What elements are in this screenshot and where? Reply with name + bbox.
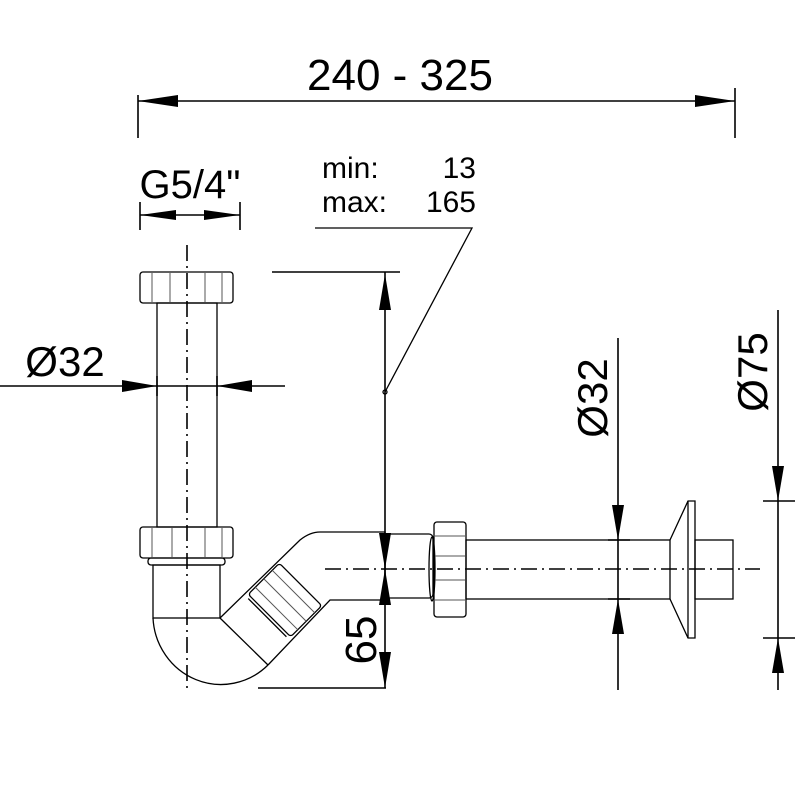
outlet-diameter-label: Ø32	[569, 358, 616, 437]
min-value: 13	[443, 152, 476, 185]
cleanout-nut	[247, 563, 322, 638]
rosette-diameter-label: Ø75	[729, 332, 776, 411]
overall-length-label: 240 - 325	[307, 51, 493, 100]
outlet-height-label: 65	[337, 616, 386, 665]
max-value: 165	[426, 186, 476, 219]
max-label: max:	[322, 186, 387, 219]
outlet-pipe	[325, 500, 760, 639]
thread-label: G5/4"	[140, 163, 241, 207]
inlet-diameter-label: Ø32	[25, 338, 104, 385]
inlet-pipe	[139, 245, 386, 690]
adjustment-range-callout: min: 13 max: 165	[315, 152, 476, 395]
min-label: min:	[322, 152, 379, 185]
rosette-diameter-dimension: Ø75	[729, 310, 795, 690]
outlet-diameter-dimension: Ø32	[569, 338, 630, 690]
overall-length-dimension: 240 - 325	[137, 51, 736, 138]
height-dimension: 65	[258, 271, 400, 689]
thread-dimension: G5/4"	[139, 163, 241, 230]
inlet-diameter-dimension: Ø32	[0, 338, 285, 396]
